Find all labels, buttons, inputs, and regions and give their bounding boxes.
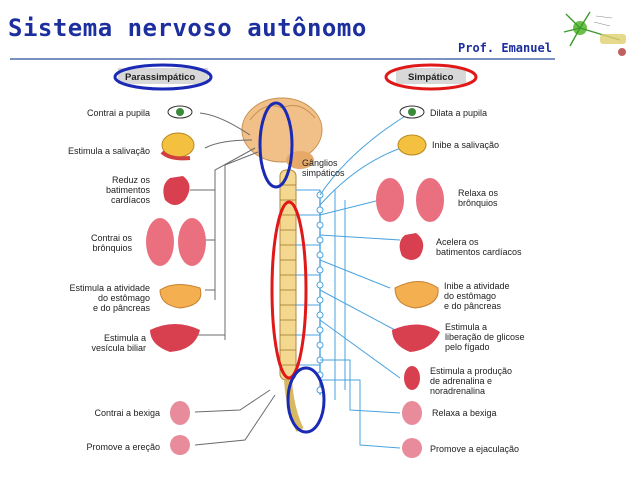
right-label-liver: Estimula a liberação de glicose pelo fíg…: [445, 322, 525, 352]
right-label-adrenaline: Estimula a produção de adrenalina e nora…: [430, 366, 513, 396]
left-label-gallbladder: Estimula a vesícula biliar: [91, 333, 146, 353]
right-label-bladder: Relaxa a bexiga: [432, 408, 497, 418]
right-label-stomach: Inibe a atividade do estômago e do pâncr…: [444, 281, 510, 311]
cranial-outflow-circle: [258, 101, 294, 189]
sympathetic-header: Simpático: [408, 72, 454, 83]
lung-right-a-image: [376, 178, 404, 222]
adrenal-kidney-image: [404, 366, 420, 390]
heart-right-image: [399, 233, 424, 260]
left-label-pupil: Contrai a pupila: [86, 108, 150, 118]
lung-right-b-image: [416, 178, 444, 222]
thoracolumbar-outflow-circle: [270, 200, 308, 380]
bladder-left-image: [170, 401, 190, 425]
right-label-pupil: Dilata a pupila: [430, 108, 488, 118]
parasympathetic-nerves: [190, 112, 276, 446]
salivary-gland-right-image: [397, 134, 427, 156]
right-organs: [376, 105, 444, 458]
parasympathetic-header: Parassimpático: [125, 72, 196, 83]
right-label-ejaculation: Promove a ejaculação: [430, 444, 520, 454]
parasympathetic-header-box: [118, 68, 208, 84]
sympathetic-circle: [384, 63, 478, 91]
lung-left-b-image: [178, 218, 206, 266]
left-label-stomach: Estimula a atividade do estômago e do pâ…: [69, 283, 150, 313]
bladder-right-image: [402, 401, 422, 425]
genital-right-image: [402, 438, 422, 458]
left-label-erection: Promove a ereção: [86, 442, 160, 452]
heart-left-image: [163, 176, 190, 205]
left-organs: [146, 105, 206, 455]
neuron-thumbnail-image: [560, 6, 632, 60]
liver-right-image: [392, 324, 440, 352]
sympathetic-header-box: [396, 68, 466, 84]
author-label: Prof. Emanuel: [458, 41, 552, 55]
left-label-salivation: Estimula a salivação: [67, 146, 150, 156]
title-divider: [10, 58, 555, 60]
page-title: Sistema nervoso autônomo: [8, 14, 367, 42]
left-label-bronchi: Contrai os brônquios: [90, 233, 132, 253]
lung-left-a-image: [146, 218, 174, 266]
parasympathetic-circle: [113, 63, 213, 91]
cauda-equina: [284, 379, 304, 432]
right-label-heart: Acelera os batimentos cardíacos: [436, 237, 522, 257]
stomach-left-image: [159, 284, 202, 309]
sacral-outflow-circle: [286, 366, 326, 434]
liver-left-image: [150, 324, 200, 352]
right-label-bronchi: Relaxa os brônquios: [458, 188, 499, 208]
sympathetic-nerves: [296, 112, 411, 449]
genital-left-image: [170, 435, 190, 455]
right-label-salivation: Inibe a salivação: [432, 140, 500, 150]
left-label-heart: Reduz os batimentos cardíacos: [105, 175, 150, 205]
left-label-bladder: Contrai a bexiga: [94, 408, 160, 418]
ganglia-label: Gânglios simpáticos: [302, 158, 345, 178]
stomach-right-image: [394, 281, 439, 309]
